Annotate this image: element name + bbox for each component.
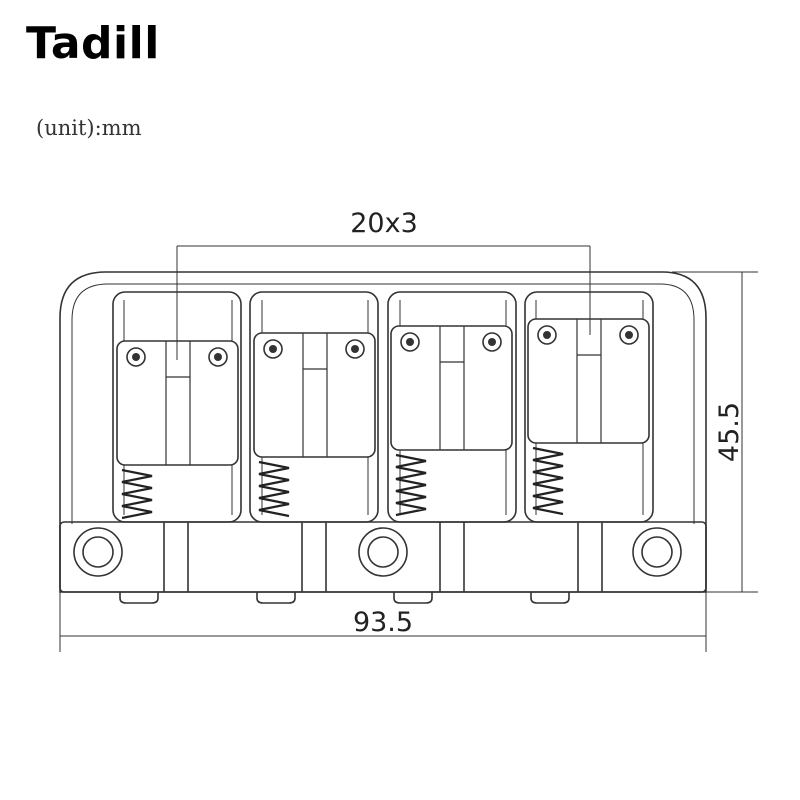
spring-icon [121, 468, 153, 520]
height-dimension: 45.5 [714, 402, 745, 462]
screw-icon [482, 332, 502, 352]
screw-icon [619, 325, 639, 345]
screw-icon [208, 347, 228, 367]
mount-hole-icon [73, 527, 123, 577]
spring-icon [258, 460, 290, 518]
base-plate [59, 271, 707, 593]
screw-icon [400, 332, 420, 352]
screw-icon [263, 339, 283, 359]
width-dimension: 93.5 [353, 607, 413, 638]
mount-hole-icon [632, 527, 682, 577]
saddle-3 [390, 325, 513, 451]
screw-icon [345, 339, 365, 359]
rear-wall [59, 521, 707, 593]
screw-icon [126, 347, 146, 367]
screw-icon [537, 325, 557, 345]
spring-icon [395, 453, 427, 517]
spring-icon [532, 446, 564, 516]
saddle-4 [527, 318, 650, 444]
saddle-2 [253, 332, 376, 458]
mount-hole-icon [358, 527, 408, 577]
spacing-dimension: 20x3 [350, 208, 418, 239]
unit-label: (unit):mm [36, 116, 142, 140]
brand-title: Tadill [26, 18, 160, 69]
